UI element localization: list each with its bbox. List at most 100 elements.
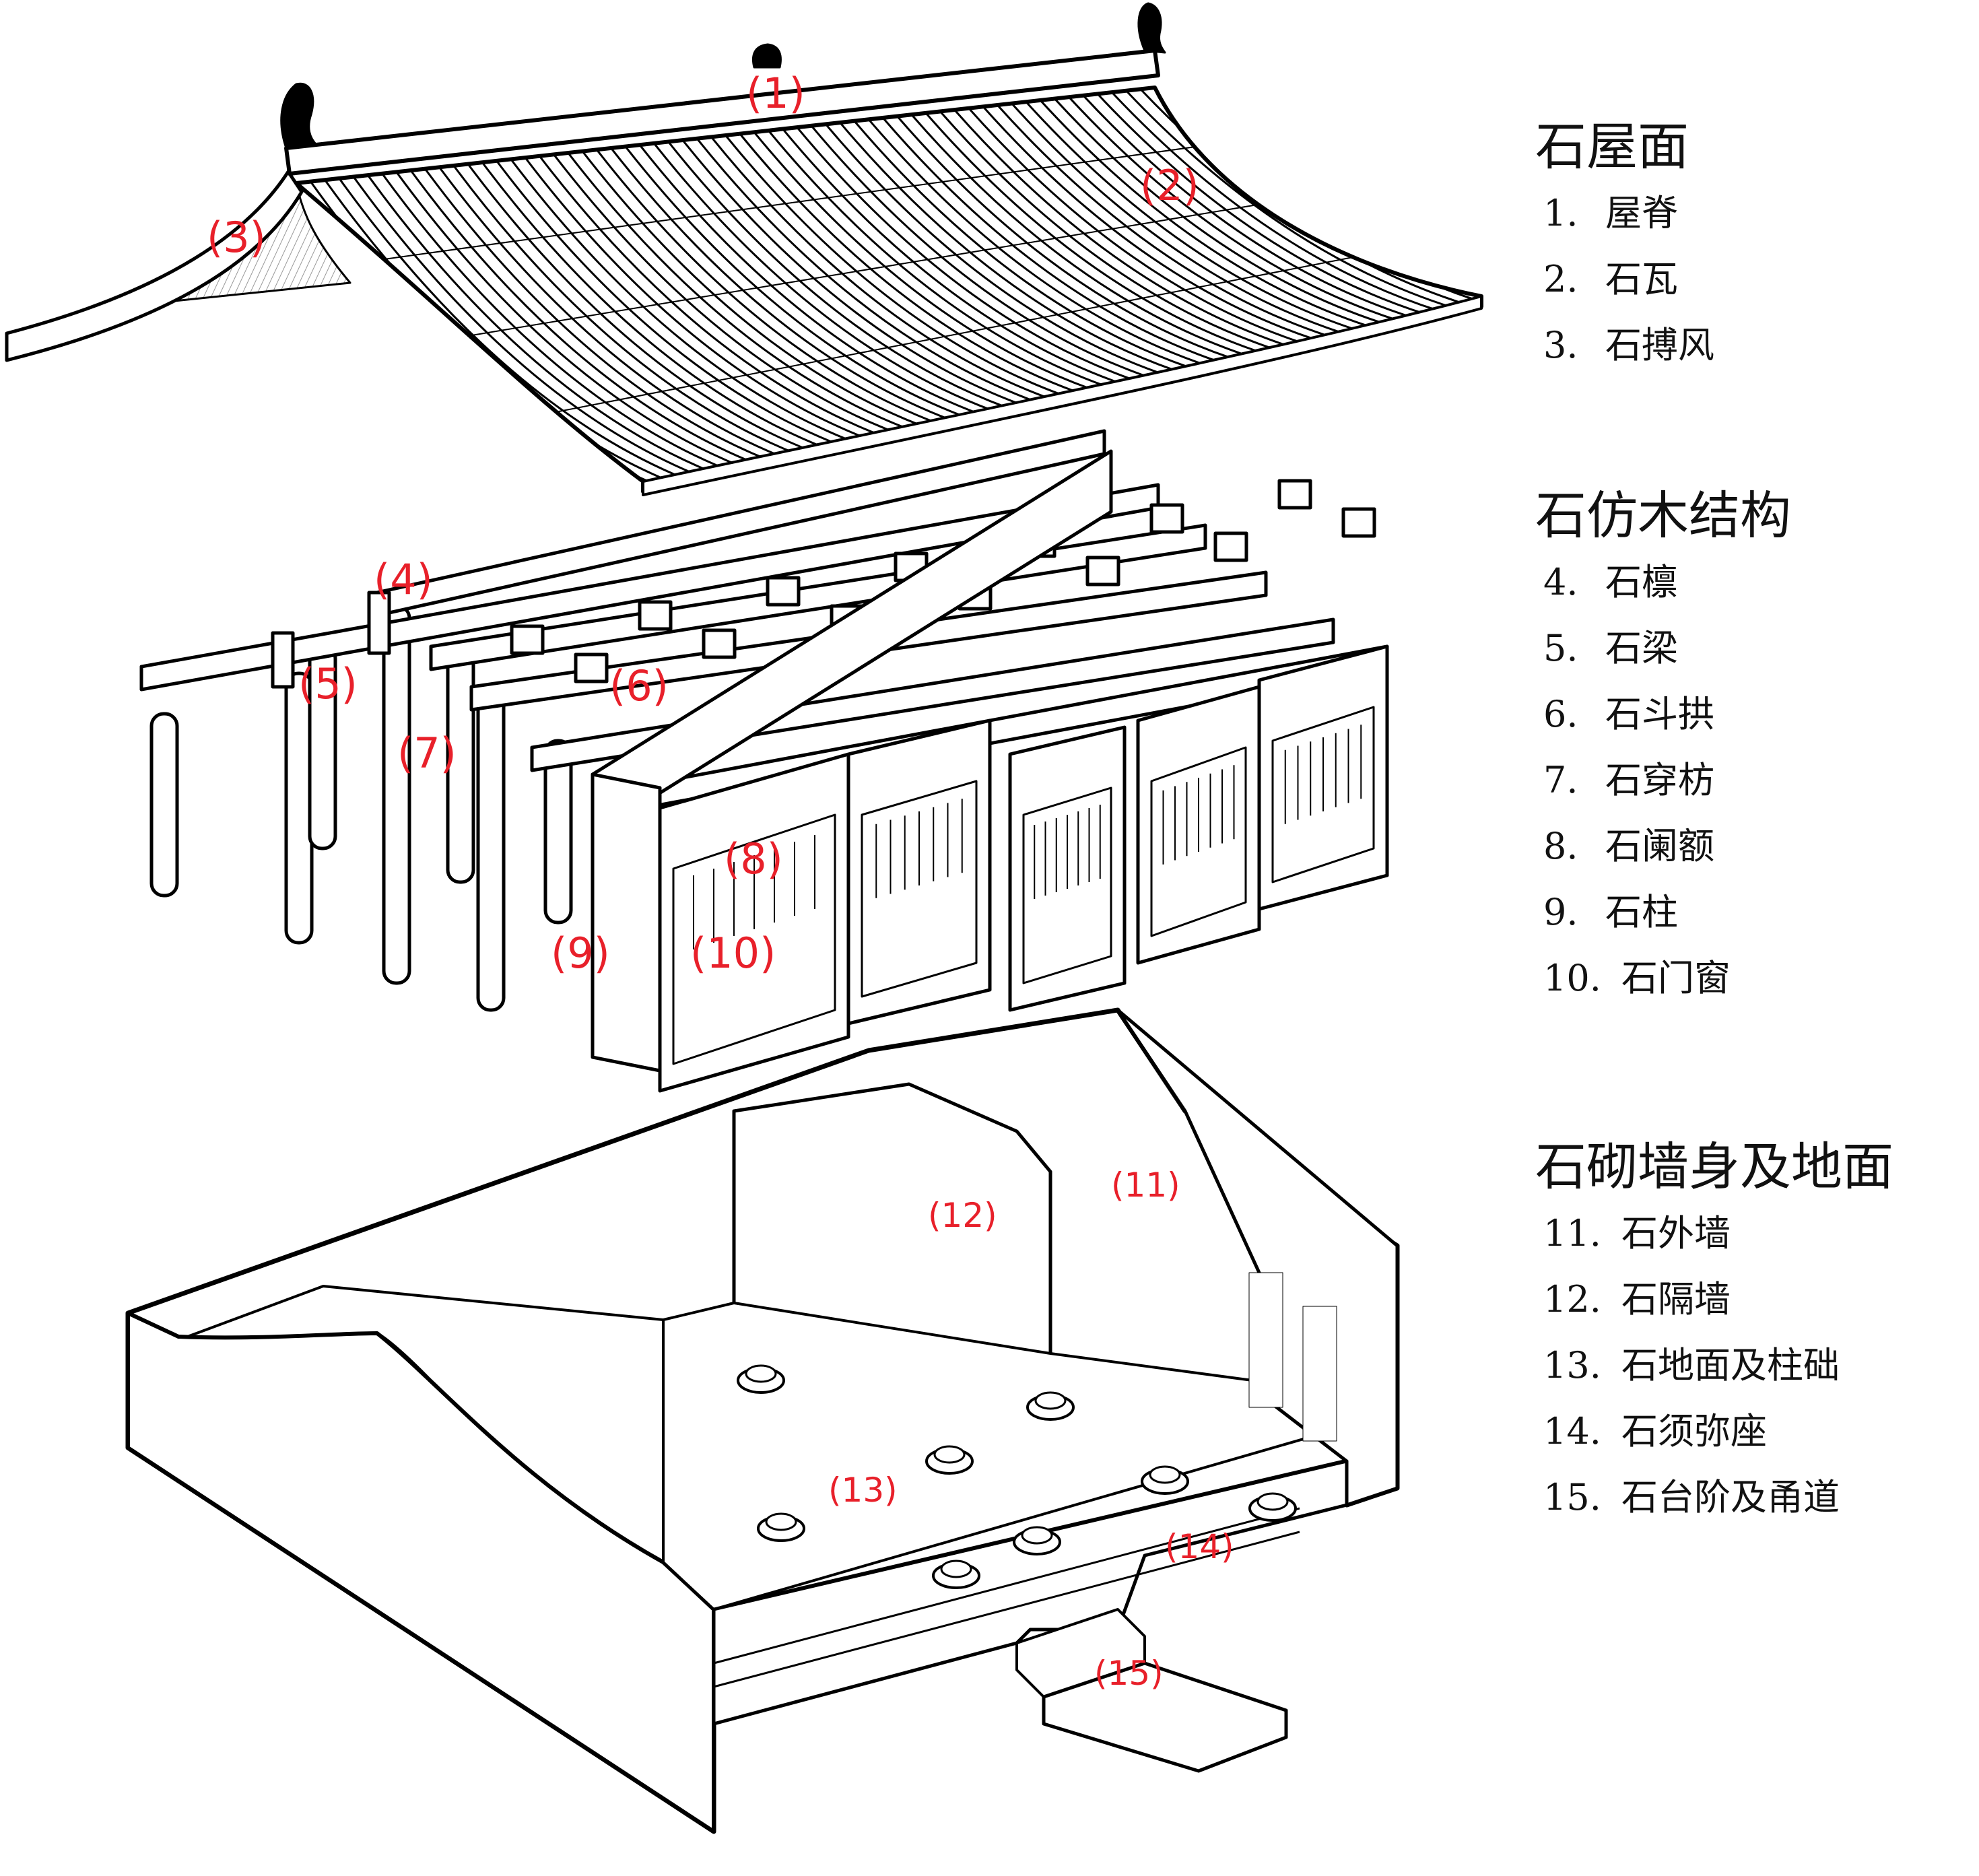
legend-group-frame: 石仿木结构 4.石檩 5.石梁 6.石斗拱 7.石穿枋 8.石阑额 9.石柱 1… <box>1535 490 1791 1026</box>
tile-row <box>638 144 979 415</box>
legend-item: 3.石搏风 <box>1543 324 1714 366</box>
ridge-ornament-right <box>1137 2 1166 54</box>
tile-row <box>1025 101 1356 331</box>
tile-row <box>624 145 965 418</box>
bracket-set <box>1277 479 1312 510</box>
legend-item: 15.石台阶及甬道 <box>1543 1476 1840 1518</box>
callout-10: (10) <box>690 929 776 978</box>
legend-item: 8.石阑额 <box>1543 825 1714 867</box>
legend-item: 2.石瓦 <box>1543 258 1678 300</box>
column-bases <box>737 1364 1297 1589</box>
tile-row <box>1011 102 1342 334</box>
column-base-top <box>940 1560 972 1578</box>
bracket-set <box>574 652 609 683</box>
tile-row <box>653 142 993 411</box>
column-base-top <box>765 1512 797 1531</box>
tile-row <box>710 136 1049 399</box>
ridge-ornament-center <box>751 43 782 69</box>
tile-row <box>753 131 1091 390</box>
eave-board <box>642 295 1483 496</box>
tile-row <box>510 158 853 443</box>
legend-group-roof: 石屋面 1.屋脊 2.石瓦 3.石搏风 <box>1535 121 1714 393</box>
column <box>476 685 506 1012</box>
tile-row <box>395 171 741 468</box>
bracket-set <box>1085 556 1120 587</box>
legend-item: 7.石穿枋 <box>1543 759 1714 801</box>
frame-layer <box>139 429 1389 1093</box>
bracket-set <box>510 624 545 655</box>
legend-heading: 石仿木结构 <box>1535 485 1791 545</box>
tile-course <box>382 140 1237 261</box>
column <box>382 604 411 985</box>
doorway <box>1302 1306 1337 1442</box>
tile-row <box>997 104 1329 337</box>
sumeru-molding <box>713 1507 1300 1688</box>
tile-row <box>409 170 756 465</box>
legend-item: 5.石梁 <box>1543 627 1678 669</box>
callout-8: (8) <box>724 834 783 883</box>
callout-4: (4) <box>374 555 433 604</box>
legend-item: 10.石门窗 <box>1543 957 1731 999</box>
callout-13: (13) <box>828 1471 898 1510</box>
column-base-top <box>1021 1526 1053 1545</box>
post <box>271 631 295 689</box>
tile-row <box>810 125 1147 378</box>
base-layer <box>125 1007 1400 1834</box>
column-base-top <box>745 1364 777 1383</box>
left-wall-face <box>126 1311 716 1834</box>
tile-row <box>1039 99 1370 328</box>
bracket-set <box>702 628 737 659</box>
tile-row <box>596 149 937 424</box>
tile-row <box>524 157 867 440</box>
callout-14: (14) <box>1165 1527 1234 1566</box>
tile-row <box>768 129 1105 387</box>
tile-row <box>438 166 784 459</box>
column-base-top <box>933 1445 966 1464</box>
tile-row <box>381 172 728 471</box>
legend-item: 11.石外墙 <box>1543 1212 1731 1254</box>
callout-3: (3) <box>207 213 266 262</box>
callout-15: (15) <box>1094 1654 1164 1693</box>
legend-item: 6.石斗拱 <box>1543 693 1714 735</box>
tile-row <box>696 137 1035 403</box>
tile-course <box>469 194 1318 337</box>
tile-course <box>556 247 1400 413</box>
legend-item: 14.石须弥座 <box>1543 1410 1767 1452</box>
callout-7: (7) <box>397 729 457 778</box>
column <box>284 671 314 945</box>
tile-row <box>496 160 840 446</box>
post <box>367 591 391 655</box>
tile-row <box>910 114 1244 356</box>
legend-item: 13.石地面及柱础 <box>1543 1344 1840 1386</box>
window-panels <box>658 644 1389 1093</box>
barge-board <box>5 170 304 362</box>
front-frame-base <box>591 772 662 1073</box>
callout-9: (9) <box>551 929 610 978</box>
tile-row <box>1096 93 1426 315</box>
bracket-set <box>638 600 673 631</box>
tile-row <box>982 106 1314 340</box>
tile-row <box>1068 96 1398 322</box>
callout-6: (6) <box>609 661 669 710</box>
tile-row <box>896 115 1230 359</box>
tile-row <box>338 178 685 480</box>
legend-group-walls: 石砌墙身及地面 11.石外墙 12.石隔墙 13.石地面及柱础 14.石须弥座 … <box>1535 1141 1893 1545</box>
tile-row <box>539 155 881 436</box>
ridge-ornament-left <box>280 82 318 149</box>
tile-row <box>839 122 1174 371</box>
tile-row <box>925 112 1259 353</box>
tile-row <box>939 110 1273 349</box>
tile-row <box>953 109 1286 347</box>
walkway <box>1042 1661 1288 1773</box>
column-base-top <box>1149 1465 1181 1484</box>
bracket-set <box>1213 531 1248 562</box>
tile-row <box>1082 94 1412 319</box>
callout-2: (2) <box>1140 161 1199 210</box>
roof-tiles <box>296 88 1481 481</box>
tile-row <box>867 119 1203 365</box>
column <box>149 712 179 898</box>
tile-row <box>968 107 1300 343</box>
tile-row <box>882 116 1217 362</box>
